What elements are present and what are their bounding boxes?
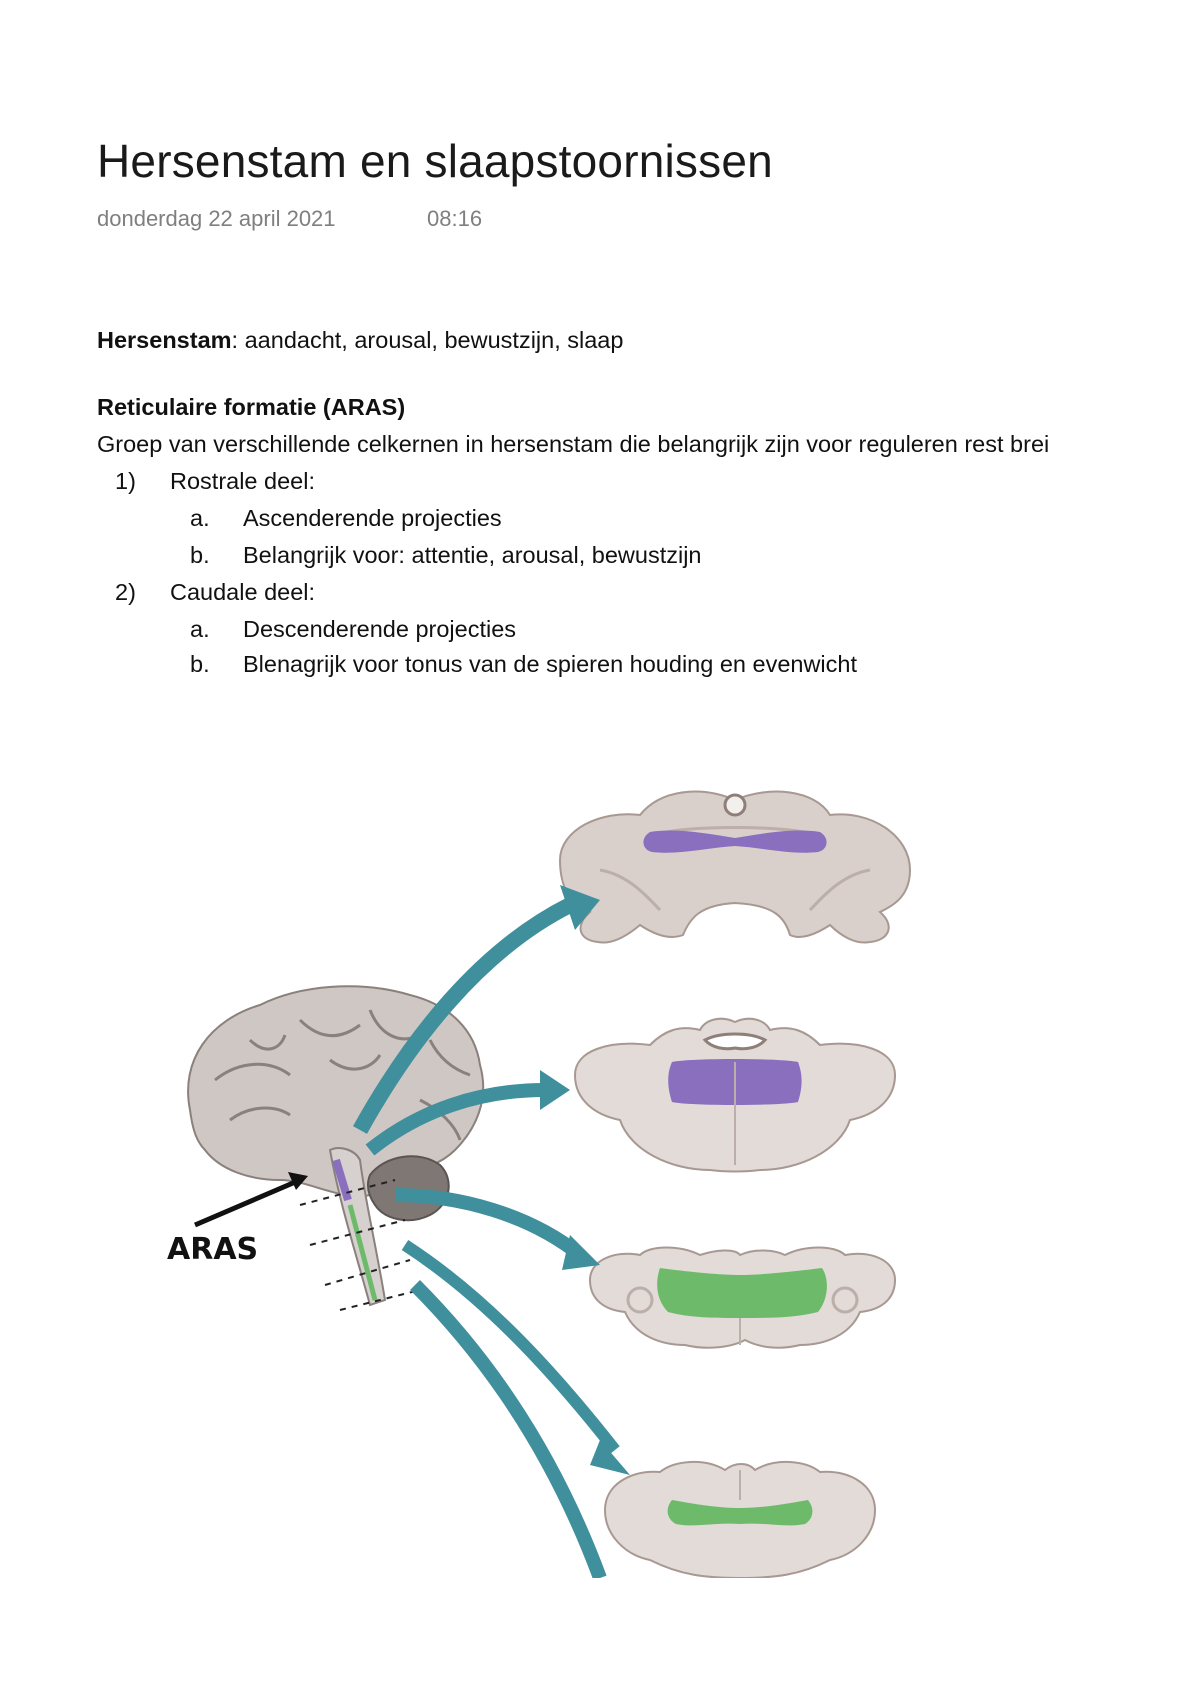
sublist-item: Ascenderende projecties xyxy=(243,505,502,531)
page-title: Hersenstam en slaapstoornissen xyxy=(97,135,773,187)
sublist-item: Blenagrijk voor tonus van de spieren hou… xyxy=(243,651,858,677)
aras-pointer-arrow xyxy=(194,1177,301,1228)
list-marker: 2) xyxy=(115,579,136,605)
sublist-marker: b. xyxy=(190,651,210,677)
sublist-marker: a. xyxy=(190,505,210,531)
aras-pointer-arrowhead xyxy=(288,1172,308,1190)
brainstem-section-pons xyxy=(573,1017,897,1173)
reticular-description: Groep van verschillende celkernen in her… xyxy=(97,431,1050,457)
aras-label: ARAS xyxy=(167,1232,259,1267)
page-date: donderdag 22 april 2021 xyxy=(97,206,336,231)
list-item: Rostrale deel: xyxy=(170,468,315,494)
brainstem-section-upper-medulla xyxy=(588,1246,897,1349)
sublist-item: Belangrijk voor: attentie, arousal, bewu… xyxy=(243,542,702,568)
sublist-item: Descenderende projecties xyxy=(243,616,517,642)
sublist-marker: b. xyxy=(190,542,210,568)
brainstem-line: Hersenstam: aandacht, arousal, bewustzij… xyxy=(97,327,623,354)
aras-figure xyxy=(187,790,912,1578)
list-marker: 1) xyxy=(115,468,136,494)
brainstem-functions: : aandacht, arousal, bewustzijn, slaap xyxy=(231,327,624,353)
list-item: Caudale deel: xyxy=(170,579,316,605)
brainstem-term: Hersenstam xyxy=(97,327,232,353)
sublist-marker: a. xyxy=(190,616,210,642)
page-time: 08:16 xyxy=(427,206,483,231)
brainstem-section-lower-medulla xyxy=(603,1460,877,1578)
projection-arrows xyxy=(353,885,630,1578)
reticular-heading: Reticulaire formatie (ARAS) xyxy=(97,394,406,420)
brainstem-section-midbrain xyxy=(558,790,912,944)
